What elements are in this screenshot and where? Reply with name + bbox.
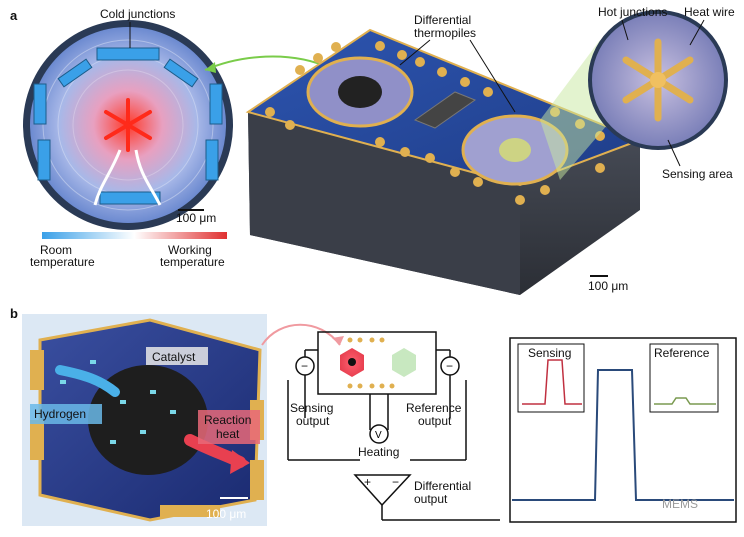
thermopile-leader-1 xyxy=(399,39,431,66)
plus-input: + xyxy=(364,475,371,489)
reaction-heat-label-1: Reaction xyxy=(204,413,251,427)
sensing-output-label-1: Sensing xyxy=(290,401,333,415)
scale-bar-chip-label: 100 μm xyxy=(588,279,628,293)
sensing-area-label: Sensing area xyxy=(662,167,733,181)
right-meter-icon xyxy=(440,356,460,376)
circuit-schematic xyxy=(287,331,500,521)
right-meter-sign: − xyxy=(446,359,453,373)
differential-output-label-2: output xyxy=(414,492,448,506)
link-arrow xyxy=(261,323,341,346)
differential-thermopiles-label-1: Differential xyxy=(414,13,471,27)
room-temp-label-2: temperature xyxy=(30,255,95,269)
zoom-arrow-left xyxy=(204,55,331,71)
reaction-heat-tag xyxy=(198,410,260,444)
left-meter-sign: − xyxy=(301,359,308,373)
link-arrow-head xyxy=(332,336,344,345)
reference-element-icon xyxy=(392,348,416,377)
cold-junctions-label: Cold junctions xyxy=(100,7,175,21)
catalyst-tag xyxy=(146,347,208,365)
cold-junction-magnified-view xyxy=(23,20,233,230)
reference-output-label-2: output xyxy=(418,414,452,428)
panel-a-letter: a xyxy=(10,8,18,23)
left-meter-icon xyxy=(295,356,315,376)
hot-junctions-label: Hot junctions xyxy=(598,5,667,19)
differential-output-label-1: Differential xyxy=(414,479,471,493)
pad-dots xyxy=(347,337,395,389)
reference-inset-label: Reference xyxy=(654,346,710,360)
sensing-area-leader xyxy=(667,139,681,167)
hot-junction-magnified-view xyxy=(588,10,728,150)
sensing-inset-label: Sensing xyxy=(528,346,571,360)
working-temp-label-2: temperature xyxy=(160,255,225,269)
output-plot xyxy=(509,337,737,523)
differential-thermopiles-label-2: thermopiles xyxy=(414,26,476,40)
heating-label: Heating xyxy=(358,445,399,459)
scale-bar-b-label: 100 μm xyxy=(206,507,246,521)
hydrogen-label: Hydrogen xyxy=(34,407,86,421)
room-temp-label-1: Room xyxy=(40,243,72,257)
catalyst-dot-icon xyxy=(348,358,356,366)
heat-wire-leader xyxy=(689,19,705,46)
sensor-chip xyxy=(245,28,643,295)
hot-junctions-leader xyxy=(621,19,629,41)
reaction-heat-label-2: heat xyxy=(216,427,240,441)
minus-input: − xyxy=(392,475,399,489)
catalyst-label: Catalyst xyxy=(152,350,196,364)
zoom-arrow-left-head xyxy=(205,62,216,73)
thermopile-leader-2 xyxy=(469,39,516,113)
watermark: MEMS xyxy=(662,497,698,511)
scale-bar-left-label: 100 μm xyxy=(176,211,216,225)
voltmeter-label: V xyxy=(375,430,382,441)
working-temp-label-1: Working xyxy=(168,243,212,257)
panel-b-letter: b xyxy=(10,306,18,321)
reference-output-label-1: Reference xyxy=(406,401,462,415)
temperature-colorbar xyxy=(42,232,227,239)
heat-wire-label: Heat wire xyxy=(684,5,735,19)
sensing-output-label-2: output xyxy=(296,414,330,428)
hydrogen-tag xyxy=(30,404,102,424)
voltmeter-icon xyxy=(369,424,389,444)
